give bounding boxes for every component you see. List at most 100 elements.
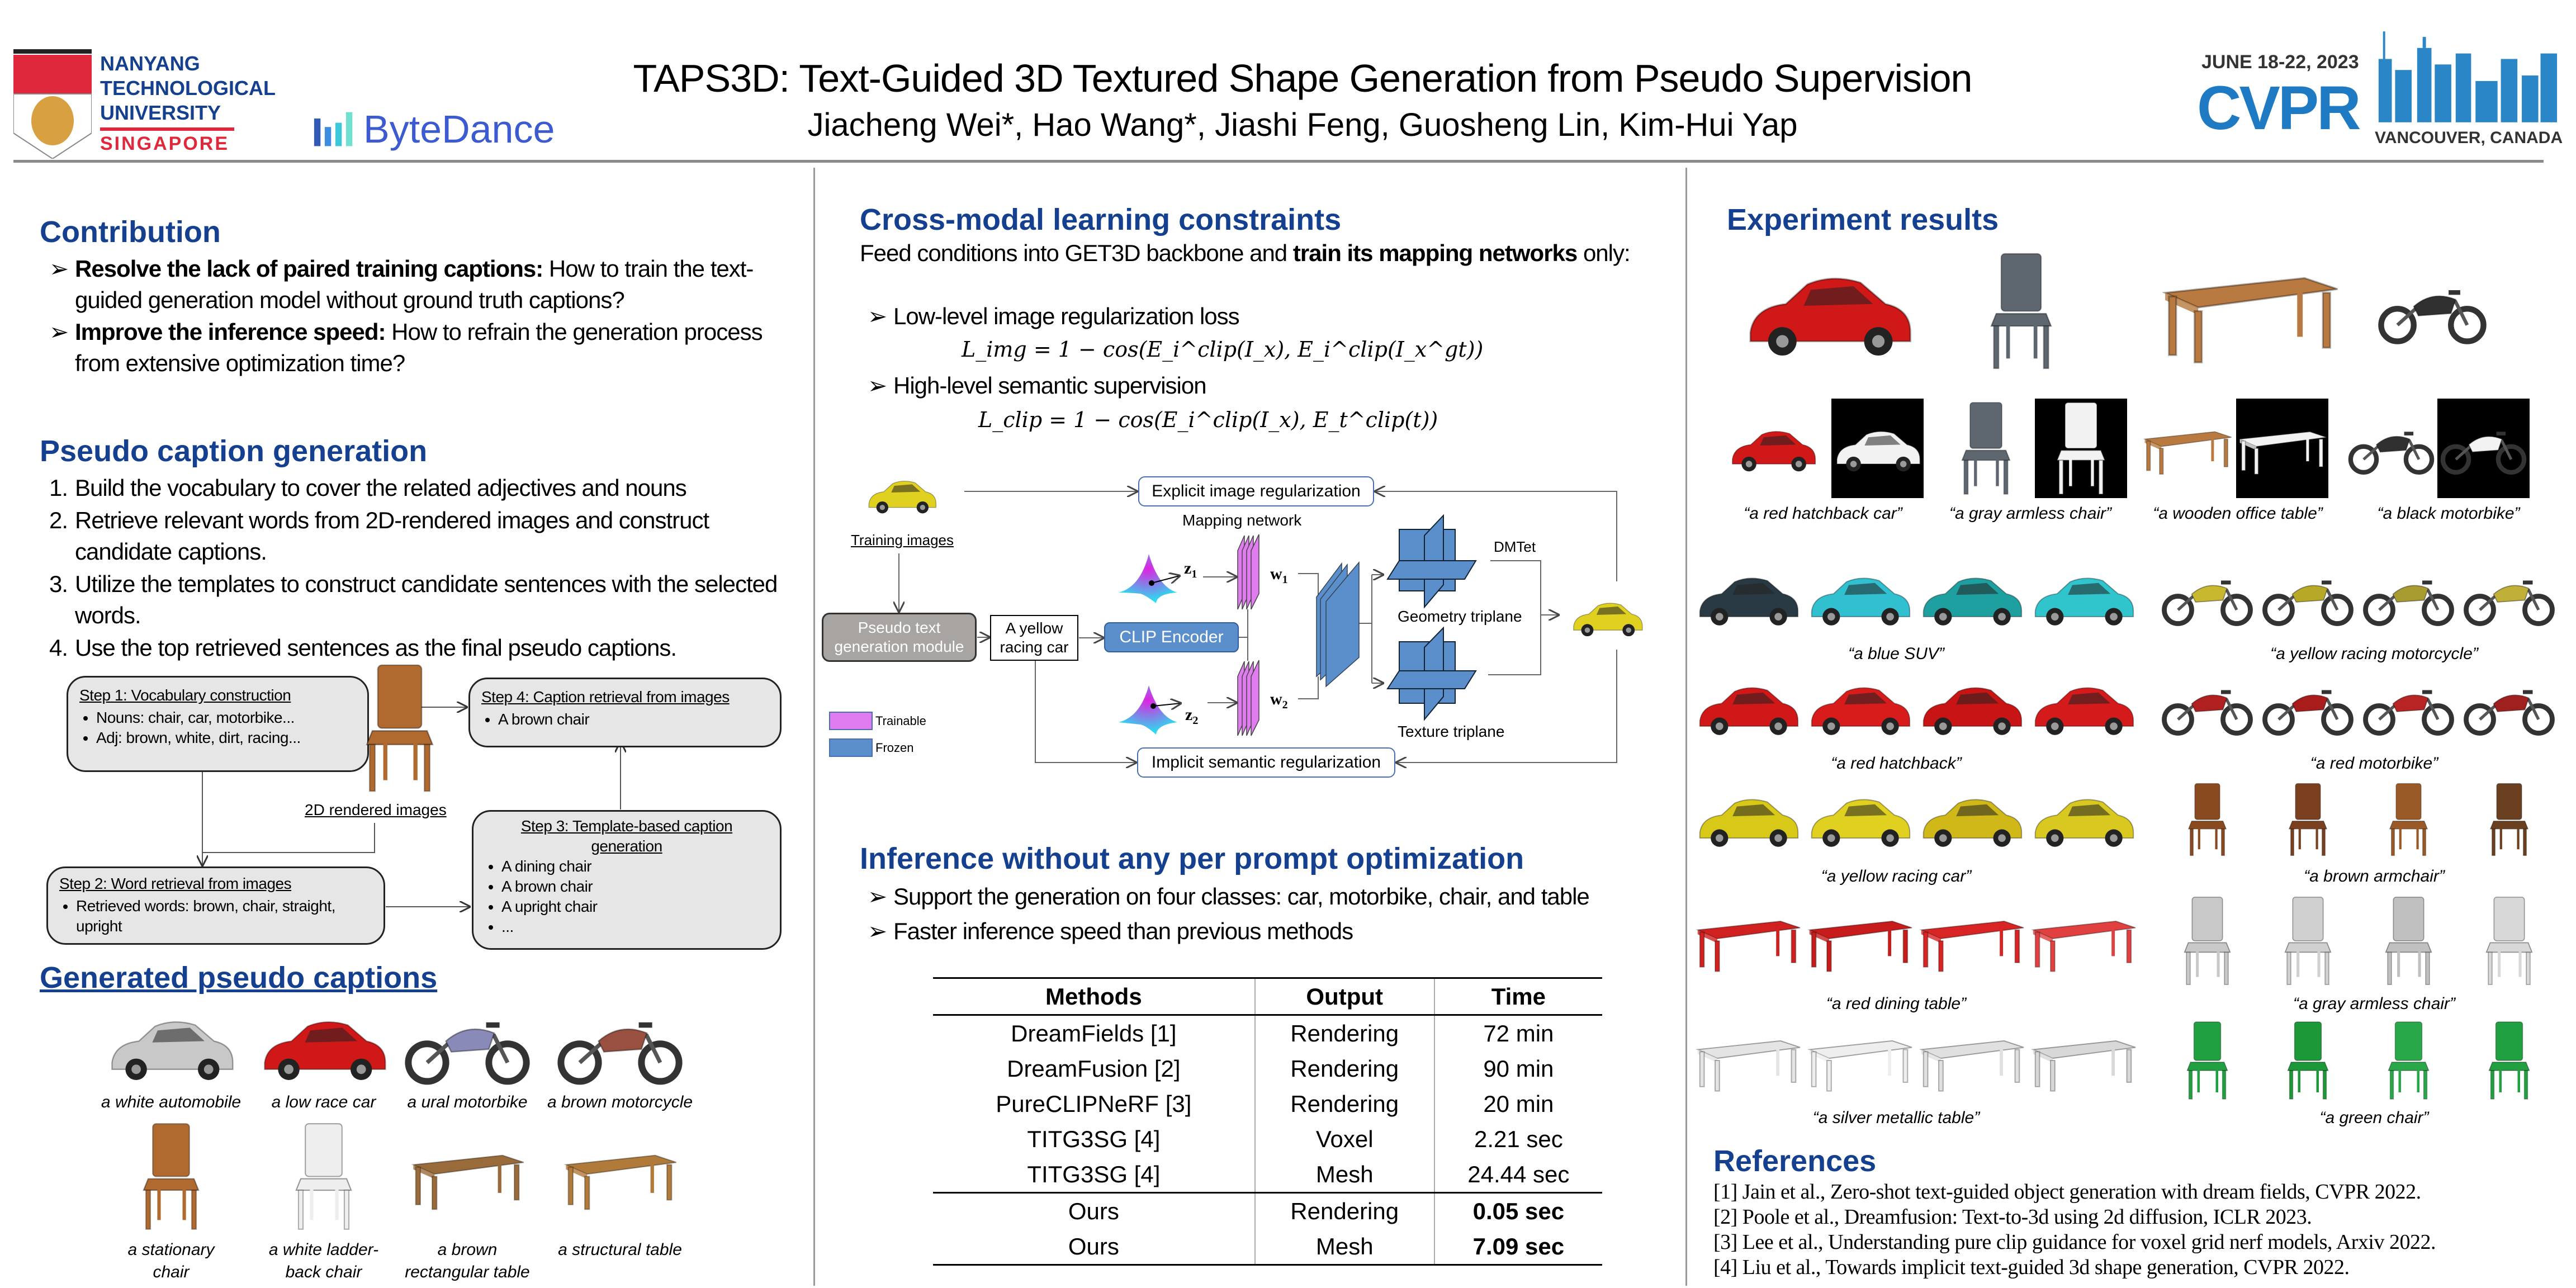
result-chair-large-image xyxy=(1967,249,2075,373)
implicit-regularization-box: Implicit semantic regularization xyxy=(1137,747,1395,778)
cvpr-dates: JUNE 18-22, 2023 xyxy=(2201,51,2359,73)
grid-caption-left: “a red hatchback” xyxy=(1831,754,1962,773)
reference-4: [4] Liu et al., Towards implicit text-gu… xyxy=(1713,1256,2350,1279)
result-table-large-image xyxy=(2158,249,2341,373)
grid-car-image xyxy=(1917,556,2026,640)
arrow-bullet-icon: ➢ xyxy=(868,372,887,399)
grid-chair-image xyxy=(2158,1019,2256,1102)
poster-title: TAPS3D: Text-Guided 3D Textured Shape Ge… xyxy=(633,56,1973,100)
reference-2: [2] Poole et al., Dreamfusion: Text-to-3… xyxy=(1713,1205,2312,1229)
method-cell: PureCLIPNeRF [3] xyxy=(933,1086,1256,1121)
pseudo-diagram-connectors xyxy=(0,660,805,962)
time-cell: 20 min xyxy=(1483,1090,1554,1117)
vancouver-skyline-icon xyxy=(2378,31,2558,122)
output-cell: Rendering xyxy=(1254,1086,1435,1121)
result-caption: “a black motorbike” xyxy=(2377,504,2520,523)
legend-frozen-label: Frozen xyxy=(875,741,914,755)
time-cell: 90 min xyxy=(1483,1055,1554,1082)
grid-chair-image xyxy=(2360,780,2457,859)
grid-chair-image xyxy=(2259,893,2357,988)
grid-caption-right: “a green chair” xyxy=(2319,1109,2429,1127)
experiments-heading: Experiment results xyxy=(1727,203,1999,236)
grid-table-image xyxy=(1917,893,2026,988)
arrow-bullet-icon: ➢ xyxy=(49,319,69,345)
prompt-text-box: A yellow racing car xyxy=(990,615,1078,661)
grid-caption-left: “a silver metallic table” xyxy=(1812,1109,1980,1127)
grid-car-image xyxy=(1693,780,1802,859)
bytedance-logo: ByteDance xyxy=(313,104,555,154)
poster-authors: Jiacheng Wei*, Hao Wang*, Jiashi Feng, G… xyxy=(807,107,1798,143)
step4-title: Step 4: Caption retrieval from images xyxy=(481,688,730,705)
pseudo-text-module-box: Pseudo text generation module xyxy=(822,613,977,662)
grid-table-image xyxy=(1693,893,1802,988)
grid-caption-right: “a brown armchair” xyxy=(2304,867,2445,886)
generated-car-image xyxy=(257,1005,391,1088)
step2-word-retrieval-box: Step 2: Word retrieval from images Retri… xyxy=(46,866,385,945)
arrow-bullet-icon: ➢ xyxy=(868,918,887,944)
grid-caption-right: “a yellow racing motorcycle” xyxy=(2270,645,2478,663)
result-caption: “a gray armless chair” xyxy=(1949,504,2112,523)
step3-title: Step 3: Template-based caption generatio… xyxy=(520,817,733,855)
pseudo-caption-heading: Pseudo caption generation xyxy=(40,434,428,468)
inference-bullet-1: ➢Support the generation on four classes:… xyxy=(868,881,1590,912)
grid-motorbike-image xyxy=(2259,556,2357,640)
grid-car-image xyxy=(1805,780,1914,859)
speed-comparison-table: Methods Output Time DreamFields [1]Rende… xyxy=(933,977,1602,1266)
architecture-diagram xyxy=(829,464,1617,799)
table-header-row: Methods Output Time xyxy=(933,978,1602,1016)
generated-chair-image xyxy=(265,1119,382,1234)
grid-table-image xyxy=(1917,1019,2026,1102)
method-cell: TITG3SG [4] xyxy=(933,1157,1256,1193)
generated-caption: a brown rectangular table xyxy=(405,1240,530,1281)
generated-caption: a ural motorbike xyxy=(407,1093,528,1111)
pseudo-step-1: 1.Build the vocabulary to cover the rela… xyxy=(49,475,687,501)
grid-car-image xyxy=(1693,669,1802,747)
column-divider-2 xyxy=(1685,168,1687,1286)
reference-3: [3] Lee et al., Understanding pure clip … xyxy=(1713,1230,2436,1254)
generated-caption: a stationary chair xyxy=(127,1240,215,1281)
grid-car-image xyxy=(1805,669,1914,747)
time-cell: 2.21 sec xyxy=(1474,1125,1563,1152)
gaussian-z2-icon xyxy=(1119,685,1177,735)
generated-table-image xyxy=(409,1119,526,1234)
header-output: Output xyxy=(1254,978,1435,1016)
crossmodal-bullet-1: ➢Low-level image regularization loss xyxy=(868,301,1240,332)
grid-table-image xyxy=(2029,893,2138,988)
generated-caption: a structural table xyxy=(558,1240,682,1259)
grid-chair-image xyxy=(2158,893,2256,988)
frozen-swatch xyxy=(829,738,873,757)
output-cell: Rendering xyxy=(1254,1015,1435,1051)
grid-motorbike-image xyxy=(2460,669,2558,747)
grid-car-image xyxy=(1805,556,1914,640)
mapping-network-label: Mapping network xyxy=(1182,512,1302,529)
bytedance-mark-icon xyxy=(314,112,353,146)
method-cell: Ours xyxy=(933,1229,1256,1265)
generated-caption: a low race car xyxy=(271,1093,376,1111)
grid-motorbike-image xyxy=(2360,669,2457,747)
cvpr-logo: JUNE 18-22, 2023 CVPR VANCOUVER, CANADA xyxy=(2197,31,2566,154)
contribution-item-2: ➢ Improve the inference speed: How to re… xyxy=(49,316,796,379)
result-motorbike-geometry-image xyxy=(2437,399,2530,498)
grid-caption-left: “a yellow racing car” xyxy=(1821,867,1972,886)
w2-label: w2 xyxy=(1270,690,1288,711)
generated-chair-image xyxy=(112,1119,230,1234)
method-cell: DreamFusion [2] xyxy=(933,1051,1256,1086)
trainable-swatch xyxy=(829,712,873,730)
rendered-chair-image xyxy=(358,660,442,797)
gaussian-z1-icon xyxy=(1119,554,1177,603)
grid-motorbike-image xyxy=(2460,556,2558,640)
z1-label: z1 xyxy=(1184,559,1197,580)
output-cell: Rendering xyxy=(1254,1192,1435,1229)
time-cell: 0.05 sec xyxy=(1472,1197,1565,1224)
arrow-bullet-icon: ➢ xyxy=(868,303,887,329)
cvpr-location: VANCOUVER, CANADA xyxy=(2375,129,2563,147)
grid-car-image xyxy=(1917,669,2026,747)
inference-bullet-2: ➢Faster inference speed than previous me… xyxy=(868,916,1353,947)
grid-table-image xyxy=(1805,1019,1914,1102)
output-cell: Mesh xyxy=(1254,1229,1435,1265)
step3-template-box: Step 3: Template-based caption generatio… xyxy=(472,810,782,950)
grid-car-image xyxy=(2029,780,2138,859)
grid-car-image xyxy=(2029,556,2138,640)
